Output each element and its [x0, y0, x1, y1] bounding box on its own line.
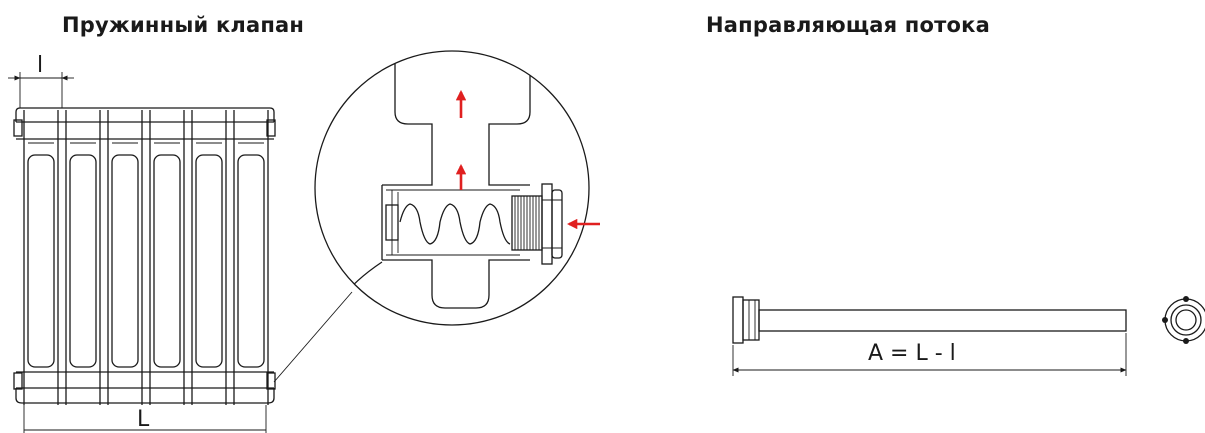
- radiator-front-view: l L: [8, 53, 276, 433]
- flow-guide-title: Направляющая потока: [706, 13, 990, 37]
- detail-leader-line: [273, 291, 353, 383]
- section-width-dimension: l: [8, 53, 74, 108]
- radiator-sections: [23, 110, 269, 405]
- guide-length-label: A = L - l: [868, 341, 956, 366]
- flow-guide-end-view: [1162, 296, 1205, 344]
- flow-guide-side-view: A = L - l: [732, 296, 1127, 376]
- flow-arrows: [455, 89, 600, 230]
- spring-icon: [399, 203, 511, 245]
- section-width-label: l: [37, 53, 43, 78]
- radiator-length-dimension: L: [23, 405, 267, 433]
- radiator-length-label: L: [137, 407, 150, 432]
- guide-length-dimension: A = L - l: [732, 333, 1127, 376]
- spring-valve-title: Пружинный клапан: [62, 13, 305, 37]
- spring-valve-detail: [314, 50, 600, 326]
